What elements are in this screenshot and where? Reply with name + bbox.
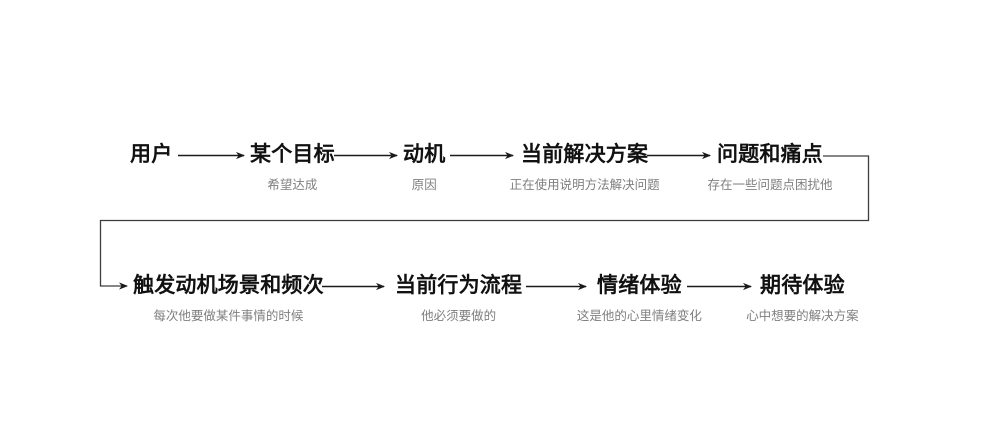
node-motivation: 动机 原因 <box>403 140 446 192</box>
node-expected-experience-title: 期待体验 <box>760 274 845 297</box>
node-trigger-scene: 触发动机场景和频次 每次他要做某件事情的时候 <box>133 271 324 323</box>
node-user-title: 用户 <box>130 143 173 166</box>
node-painpoint: 问题和痛点 存在一些问题点困扰他 <box>707 140 832 192</box>
node-motivation-subtitle: 原因 <box>411 178 437 192</box>
node-user: 用户 <box>130 140 172 170</box>
node-goal-subtitle: 希望达成 <box>267 178 318 192</box>
node-goal: 某个目标 希望达成 <box>250 140 335 192</box>
node-current-solution-subtitle: 正在使用说明方法解决问题 <box>509 178 660 192</box>
node-emotion-experience-title: 情绪体验 <box>597 274 682 297</box>
node-current-behavior-title: 当前行为流程 <box>395 274 523 297</box>
node-emotion-experience: 情绪体验 这是他的心里情绪变化 <box>577 271 702 323</box>
node-goal-title: 某个目标 <box>250 143 335 166</box>
node-trigger-scene-subtitle: 每次他要做某件事情的时候 <box>153 309 304 323</box>
node-motivation-title: 动机 <box>403 143 446 166</box>
node-current-behavior-subtitle: 他必须要做的 <box>421 309 497 323</box>
connector-painpoint-to-trigger <box>99 155 870 290</box>
node-current-behavior: 当前行为流程 他必须要做的 <box>395 271 523 323</box>
node-expected-experience: 期待体验 心中想要的解决方案 <box>746 271 859 323</box>
node-current-solution-title: 当前解决方案 <box>521 143 649 166</box>
node-emotion-experience-subtitle: 这是他的心里情绪变化 <box>576 309 702 323</box>
node-painpoint-subtitle: 存在一些问题点困扰他 <box>707 178 833 192</box>
node-expected-experience-subtitle: 心中想要的解决方案 <box>746 309 859 323</box>
node-painpoint-title: 问题和痛点 <box>717 143 823 166</box>
node-current-solution: 当前解决方案 正在使用说明方法解决问题 <box>510 140 660 192</box>
node-trigger-scene-title: 触发动机场景和频次 <box>133 274 324 297</box>
